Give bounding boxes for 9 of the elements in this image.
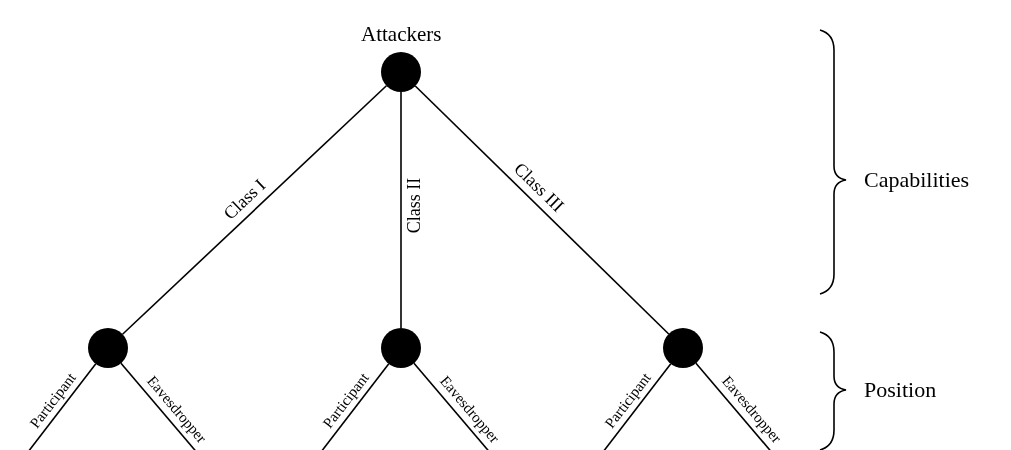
connector-line: [121, 84, 388, 336]
connector-line: [27, 363, 97, 450]
node-title: Attackers: [361, 22, 442, 46]
connector-line: [320, 363, 390, 450]
connector-line: [400, 91, 402, 329]
group-label: Capabilities: [864, 167, 970, 193]
connector-line: [414, 85, 670, 335]
connector-line: [602, 363, 672, 450]
group-label: Position: [864, 377, 937, 403]
